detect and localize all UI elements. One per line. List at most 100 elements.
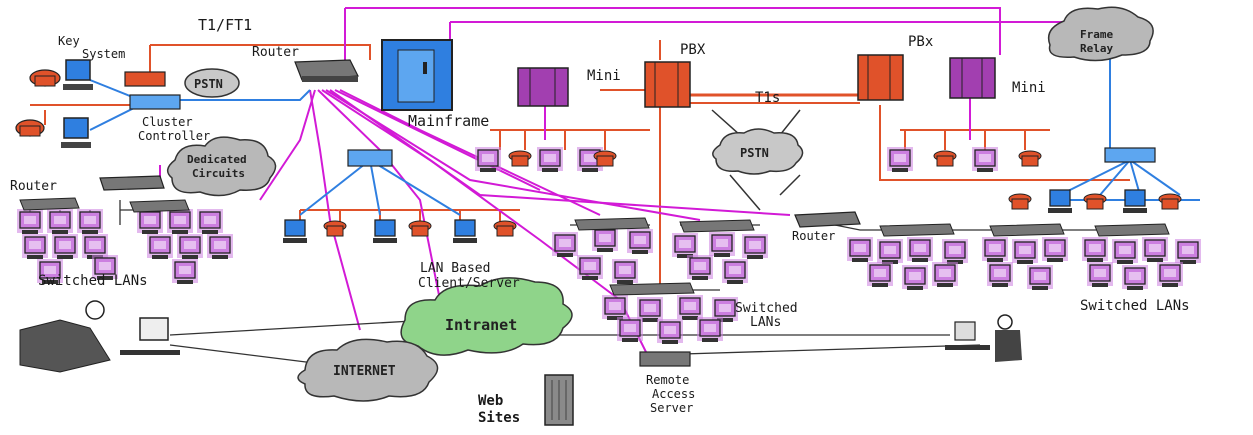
pc-icon — [453, 219, 477, 243]
key-system-phone-top — [29, 69, 61, 87]
frame-relay-label-1: Frame — [1080, 28, 1113, 41]
workstation-monitor-icon — [1012, 239, 1038, 264]
orange-lines — [30, 40, 1130, 290]
frame-relay-label-2: Relay — [1080, 42, 1113, 55]
workstation-monitor-icon — [172, 259, 198, 284]
workstation-monitor-icon — [577, 147, 603, 172]
workstation-monitor-icon — [1027, 265, 1053, 290]
hub-icon — [574, 217, 650, 231]
intranet-cloud: Intranet — [400, 277, 573, 356]
pcs-group — [283, 189, 1147, 243]
lan-based-label-2: Client/Server — [418, 276, 520, 291]
telephone-icon — [933, 150, 957, 167]
workstation-monitor-icon — [537, 147, 563, 172]
hub-icon — [609, 282, 695, 296]
workstation-monitor-icon — [77, 209, 103, 234]
workstation-monitor-icon — [709, 232, 735, 257]
key-system-label-2: System — [82, 47, 125, 61]
workstation-monitor-icon — [712, 297, 738, 322]
remote-user-left — [19, 300, 180, 373]
workstation-monitor-icon — [592, 227, 618, 252]
mini-left-device — [517, 67, 569, 107]
key-system-pc-top — [63, 59, 93, 90]
web-sites-label-2: Sites — [478, 410, 520, 426]
pbx-left-device — [644, 61, 691, 108]
key-system-box — [124, 71, 166, 87]
dedicated-label-2: Circuits — [192, 167, 245, 180]
workstation-monitor-icon — [1042, 237, 1068, 262]
pc-icon — [1123, 189, 1147, 213]
workstation-monitor-icon — [92, 255, 118, 280]
router-right-device — [794, 211, 861, 228]
remote-access-label-1: Remote — [646, 373, 689, 387]
workstation-monitor-icon — [612, 259, 638, 284]
workstation-monitor-icon — [932, 262, 958, 287]
workstation-monitor-icon — [602, 295, 628, 320]
switched-lans-mid-label-1: Switched — [735, 301, 798, 316]
workstation-monitor-icon — [22, 234, 48, 259]
internet-label: INTERNET — [333, 364, 396, 379]
workstation-monitor-icon — [722, 259, 748, 284]
dedicated-circuits-cloud: Dedicated Circuits — [166, 136, 277, 197]
workstation-monitor-icon — [907, 237, 933, 262]
switched-lans-left-label: Switched LANs — [38, 273, 148, 289]
pbx-left-label: PBX — [680, 42, 706, 58]
mainframe-label: Mainframe — [408, 112, 489, 130]
workstation-monitor-icon — [197, 209, 223, 234]
switched-lans-right-label: Switched LANs — [1080, 298, 1190, 314]
remote-access-server-device — [639, 351, 691, 367]
workstation-monitor-icon — [1087, 262, 1113, 287]
workstation-monitor-icon — [627, 229, 653, 254]
workstation-monitor-icon — [987, 262, 1013, 287]
dedicated-label-1: Dedicated — [187, 153, 247, 166]
telephone-icon — [1158, 193, 1182, 210]
telephone-icon — [408, 220, 432, 237]
workstation-monitor-icon — [1175, 239, 1201, 264]
workstation-monitor-icon — [687, 255, 713, 280]
pstn-mid-label: PSTN — [740, 146, 769, 160]
router-left-label: Router — [10, 179, 57, 194]
workstation-monitor-icon — [177, 234, 203, 259]
workstation-monitor-icon — [1082, 237, 1108, 262]
frame-relay-switch — [1104, 147, 1156, 163]
workstation-monitor-icon — [657, 319, 683, 344]
telephone-icon — [323, 220, 347, 237]
remote-access-label-3: Server — [650, 401, 693, 415]
workstation-monitor-icon — [697, 317, 723, 342]
telephone-icon — [508, 150, 532, 167]
workstation-monitor-icon — [1142, 237, 1168, 262]
hubs-group — [19, 197, 1170, 296]
telephone-icon — [493, 220, 517, 237]
telephone-icon — [1083, 193, 1107, 210]
web-sites-label-1: Web — [478, 393, 503, 409]
pc-icon — [373, 219, 397, 243]
frame-relay-cloud: Frame Relay — [1047, 6, 1154, 62]
workstation-monitor-icon — [207, 234, 233, 259]
workstation-monitor-icon — [37, 259, 63, 284]
workstation-monitor-icon — [1112, 239, 1138, 264]
workstation-monitor-icon — [847, 237, 873, 262]
workstation-monitor-icon — [147, 234, 173, 259]
workstation-monitor-icon — [942, 239, 968, 264]
lan-based-label-1: LAN Based — [420, 261, 490, 276]
mini-right-device — [949, 57, 996, 99]
workstation-monitor-icon — [137, 209, 163, 234]
mainframe-device — [381, 39, 453, 111]
workstation-monitor-icon — [867, 262, 893, 287]
workstation-monitor-icon — [577, 255, 603, 280]
workstation-monitor-icon — [17, 209, 43, 234]
pc-icon — [1048, 189, 1072, 213]
pbx-right-label: PBx — [908, 34, 933, 50]
telephone-icon — [593, 150, 617, 167]
workstation-monitor-icon — [677, 295, 703, 320]
hub-icon — [679, 219, 755, 233]
pc-icon — [283, 219, 307, 243]
mini-left-label: Mini — [587, 68, 621, 84]
workstation-monitor-icon — [47, 209, 73, 234]
t1-label: T1/FT1 — [198, 16, 252, 34]
workstation-monitor-icon — [877, 239, 903, 264]
monitors-group — [17, 147, 1201, 344]
hub-icon — [1094, 223, 1170, 237]
